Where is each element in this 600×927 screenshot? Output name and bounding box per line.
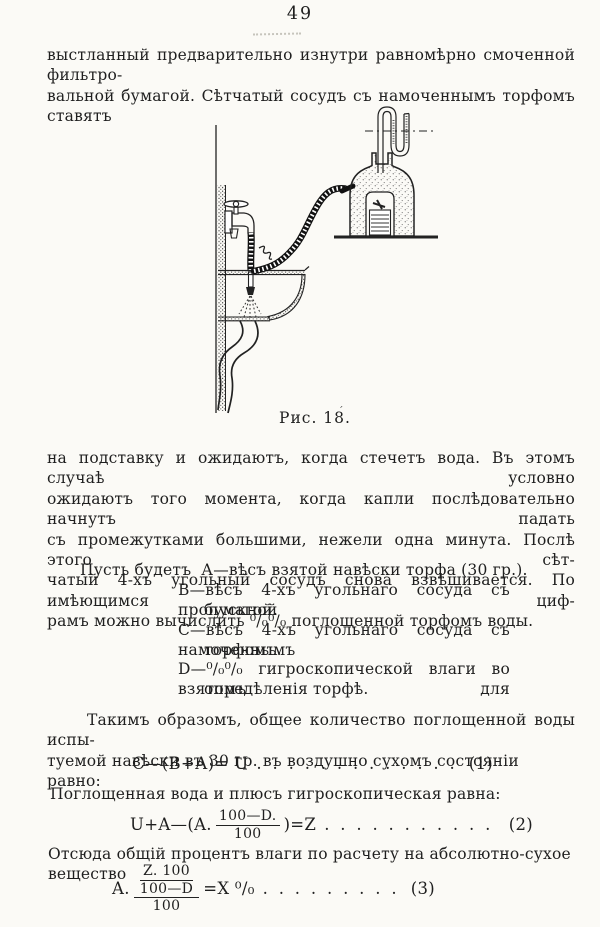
formula-3: A. Z. 100 100—D 100 =X ⁰/₀ . . . . . . .… <box>112 860 435 918</box>
print-artifact <box>252 28 302 36</box>
text-line: выстланный предварительно изнутри равном… <box>47 46 575 85</box>
text-line: на подставку и ожидаютъ, когда стечетъ в… <box>47 449 575 488</box>
bell-jar <box>349 152 415 237</box>
formula-3-post: =X ⁰/₀ <box>203 878 255 898</box>
dot-leader: . . . . . . . . . . . <box>324 814 491 834</box>
outer-fraction-numerator: Z. 100 100—D <box>133 863 200 899</box>
inner-fraction-numerator: Z. 100 <box>140 863 193 881</box>
equation-number-3: (3) <box>410 878 435 898</box>
wall <box>215 125 226 413</box>
definition-item-d: D—⁰/₀⁰/₀ гигроскопической влаги во взято… <box>178 660 510 699</box>
definition-item-c-cont: торфомъ. <box>204 640 282 659</box>
paragraph-5: Отсюда общій процентъ влаги по расчету н… <box>48 845 571 884</box>
inner-fraction-denominator: 100—D <box>139 880 194 897</box>
drain-pipe <box>217 320 259 414</box>
figure-18-illustration <box>215 106 438 414</box>
text-line: ожидаютъ того момента, когда капли послѣ… <box>47 489 575 529</box>
definition-item-b-cont: бумагой. <box>204 601 279 619</box>
water-spray <box>238 295 262 319</box>
formula-3-pre: A. <box>112 878 130 898</box>
text-line: чатый 4-хъ угольный сосудъ снова взвѣшив… <box>47 571 575 610</box>
tap-hose <box>247 232 255 272</box>
definitions-intro: Пусть будетъ <box>80 561 192 579</box>
formula-1-expression: С—(В+А)= U <box>132 753 249 773</box>
page-number: 49 <box>286 4 314 24</box>
figure-caption: Рис. 18. <box>279 409 351 427</box>
paragraph-2: на подставку и ожидаютъ, когда стечетъ в… <box>47 448 575 632</box>
formula-2-pre: U+A—(A. <box>130 814 212 834</box>
equation-number-2: (2) <box>508 814 533 834</box>
paragraph-1: выстланный предварительно изнутри равном… <box>47 45 575 127</box>
definition-item-c: С—вѣсъ 4-хъ угольнаго сосуда съ намоченн… <box>178 620 510 659</box>
text-line: туемой навѣски въ 30 гр. въ воздушно сух… <box>47 751 519 791</box>
text-line: съ промежутками большими, нежели одна ми… <box>47 530 575 570</box>
paragraph-3: Такимъ образомъ, общее количество поглощ… <box>47 710 575 792</box>
formula-2: U+A—(A. 100—D. 100 )=Z . . . . . . . . .… <box>130 806 533 844</box>
figure-18 <box>182 100 472 430</box>
fraction-denominator: 100 <box>233 825 262 842</box>
fraction-numerator: 100—D. <box>215 808 280 826</box>
dot-leader: . . . . . . . . . . . . . . . . <box>256 753 460 773</box>
outer-fraction-denominator: 100 <box>152 898 181 915</box>
text-line: вальной бумагой. Сѣтчатый сосудъ съ намо… <box>47 86 575 126</box>
formula-1: С—(В+А)= U . . . . . . . . . . . . . . .… <box>132 754 493 774</box>
dot-leader: . . . . . . . . . . . . . . <box>262 878 403 898</box>
definitions-intro-line: Пусть будетъ А—вѣсъ взятой навѣски торфа … <box>80 560 528 580</box>
text-line: Такимъ образомъ, общее количество поглощ… <box>47 711 575 750</box>
inner-fraction: Z. 100 100—D <box>137 863 196 897</box>
formula-2-post: )=Z <box>283 814 317 834</box>
sieve-vessel-with-peat <box>368 199 392 236</box>
spray-nozzle <box>238 271 262 319</box>
definition-item-d-cont: опредѣленія торфѣ. <box>204 680 369 698</box>
outer-fraction: Z. 100 100—D 100 <box>133 863 200 915</box>
definition-item-b: В—вѣсъ 4-хъ угольнаго сосуда съ пропускн… <box>178 581 510 620</box>
paragraph-4: Поглощенная вода и плюсъ гигроскопическа… <box>50 785 501 803</box>
text-line: рамъ можно вычислить ⁰/₀⁰/₀ поглощенной … <box>47 612 534 631</box>
print-artifact: ˊ <box>338 405 344 418</box>
sink-basin <box>218 266 310 322</box>
fraction: 100—D. 100 <box>215 808 280 842</box>
definition-item-a: А—вѣсъ взятой навѣски торфа (30 гр.). <box>201 561 528 579</box>
water-tap-icon <box>223 200 255 239</box>
equation-number-1: (1) <box>468 753 493 773</box>
siphon-tube <box>377 106 410 173</box>
pinch-clamp-icon <box>258 245 273 260</box>
